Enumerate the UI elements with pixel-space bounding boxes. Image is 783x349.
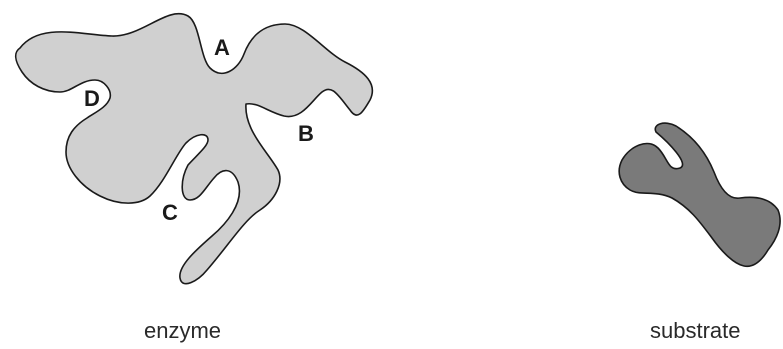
site-label-b: B xyxy=(298,121,314,146)
site-label-a: A xyxy=(214,35,230,60)
substrate-shape xyxy=(618,122,781,268)
site-label-d: D xyxy=(84,86,100,111)
substrate-caption: substrate xyxy=(650,318,741,343)
enzyme-shape xyxy=(14,13,374,285)
enzyme-caption: enzyme xyxy=(144,318,222,343)
site-label-c: C xyxy=(162,200,178,225)
